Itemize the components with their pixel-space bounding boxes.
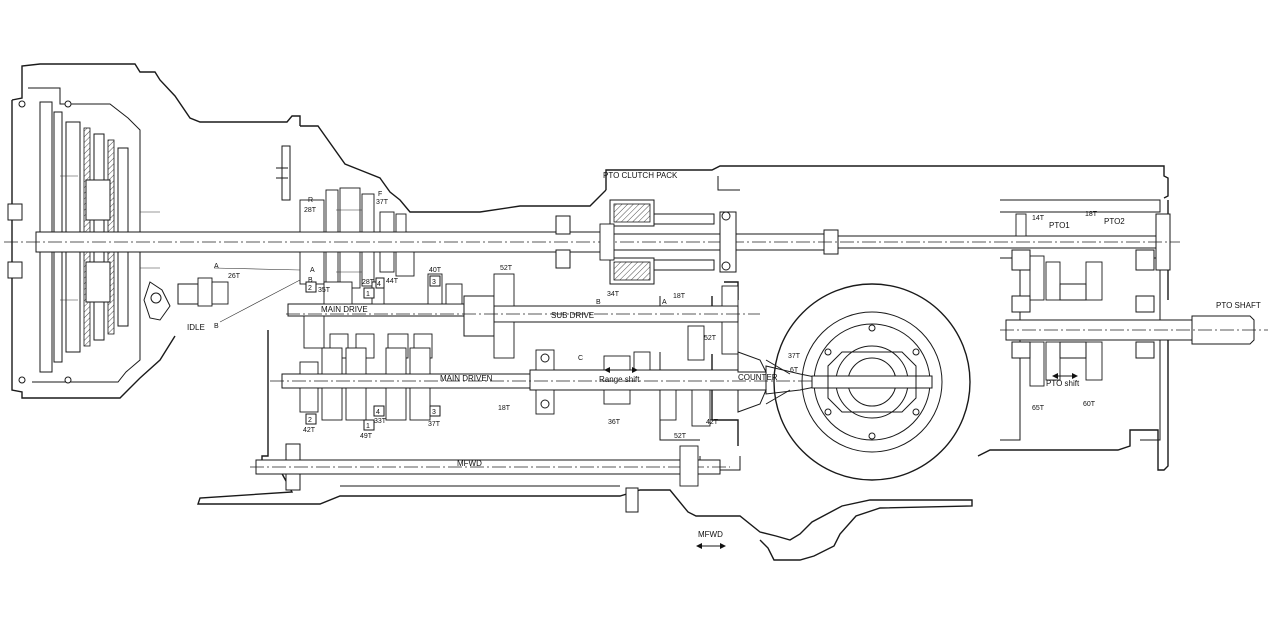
marker-label: 1 <box>366 291 370 298</box>
gear-label: 28T <box>304 207 317 214</box>
main-driven-shaft <box>270 347 830 427</box>
marker-label: B <box>596 299 601 306</box>
gear-label: 35T <box>318 287 331 294</box>
marker-label: F <box>378 191 382 198</box>
gear-label: 44T <box>386 278 399 285</box>
pto2-label: PTO2 <box>1104 217 1125 226</box>
gear-label: 18T <box>673 293 686 300</box>
input-shaft <box>4 213 1180 271</box>
gear-label: 65T <box>1032 405 1045 412</box>
component-labels: PTO CLUTCH PACK PTO SHAFT MAIN DRIVE SUB… <box>187 171 1261 539</box>
marker-label: 3 <box>432 409 436 416</box>
gear-label: 52T <box>674 433 687 440</box>
gear-label: 18T <box>1085 211 1098 218</box>
pto-gears <box>1011 213 1155 387</box>
gear-label: 60T <box>1083 401 1096 408</box>
gear-label: 33T <box>374 418 387 425</box>
gear-label: 52T <box>500 265 513 272</box>
marker-label: A <box>214 263 219 270</box>
range-shift-label: Range shift <box>599 375 640 384</box>
pto-shaft-label: PTO SHAFT <box>1216 301 1261 310</box>
pto-clutch-pack-label: PTO CLUTCH PACK <box>603 171 678 180</box>
idle-label: IDLE <box>187 323 205 332</box>
gear-number-boxes <box>305 275 441 431</box>
reverse-forward-gears <box>299 187 415 289</box>
marker-label: 1 <box>366 423 370 430</box>
gear-label: 40T <box>429 267 442 274</box>
differential <box>765 283 971 481</box>
gear-label: 42T <box>706 419 719 426</box>
gear-label: 42T <box>303 427 316 434</box>
gear-label: 37T <box>376 199 389 206</box>
gear-label: 6T <box>790 367 799 374</box>
marker-label: 3 <box>432 279 436 286</box>
marker-label: 4 <box>376 409 380 416</box>
pto1-label: PTO1 <box>1049 221 1070 230</box>
pto-shift-label: PTO shift <box>1046 379 1080 388</box>
gear-label: 26T <box>228 273 241 280</box>
marker-label: B <box>214 323 219 330</box>
gear-label: 49T <box>360 433 373 440</box>
mfwd-shaft-label: MFWD <box>457 459 482 468</box>
gear-label: 28T <box>362 279 375 286</box>
marker-label: R <box>308 197 313 204</box>
gear-label: 34T <box>607 291 620 298</box>
counter-label: COUNTER <box>738 373 778 382</box>
marker-label: A <box>310 267 315 274</box>
gear-label: 52T <box>704 335 717 342</box>
pto-output-shaft <box>1000 315 1268 345</box>
marker-label: A <box>662 299 667 306</box>
main-driven-label: MAIN DRIVEN <box>440 374 493 383</box>
marker-label: 4 <box>377 281 381 288</box>
marker-label: 2 <box>308 285 312 292</box>
gear-tooth-labels: 28T 37T 35T 26T 28T 44T 40T 52T 34T 18T … <box>228 199 1098 440</box>
marker-label: 2 <box>308 417 312 424</box>
gear-label: 18T <box>498 405 511 412</box>
gear-label: 14T <box>1032 215 1045 222</box>
gear-label: 37T <box>428 421 441 428</box>
mfwd-shaft <box>250 443 730 513</box>
idle-gear <box>143 267 301 323</box>
gear-label: 37T <box>788 353 801 360</box>
main-drive-label: MAIN DRIVE <box>321 305 368 314</box>
marker-labels: R F A B A B B A C 2 1 4 3 2 1 4 3 <box>214 191 667 430</box>
gear-label: 36T <box>608 419 621 426</box>
marker-label: B <box>308 277 313 284</box>
marker-label: C <box>578 355 583 362</box>
mfwd-shift-label: MFWD <box>698 530 723 539</box>
shift-arrows <box>604 367 1078 549</box>
pto-clutch-pack <box>555 199 737 285</box>
sub-drive-label: SUB DRIVE <box>551 311 594 320</box>
